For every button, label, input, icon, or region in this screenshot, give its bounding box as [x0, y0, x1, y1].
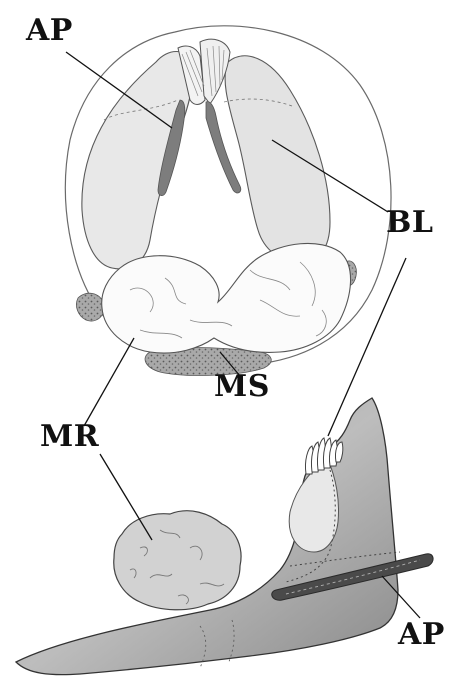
label-ap-top: AP [26, 16, 73, 46]
dorsal-view [65, 26, 391, 376]
leader-mr-bottom [100, 454, 152, 540]
label-mr: MR [40, 422, 99, 452]
lateral-lobe-left [76, 293, 104, 321]
label-ap-bottom: AP [398, 620, 445, 650]
membranous-region-lateral [114, 511, 241, 610]
label-ms: MS [214, 372, 270, 402]
leader-mr-top [84, 338, 134, 426]
label-bl: BL [386, 208, 433, 238]
endophallic-bulb [289, 460, 338, 552]
